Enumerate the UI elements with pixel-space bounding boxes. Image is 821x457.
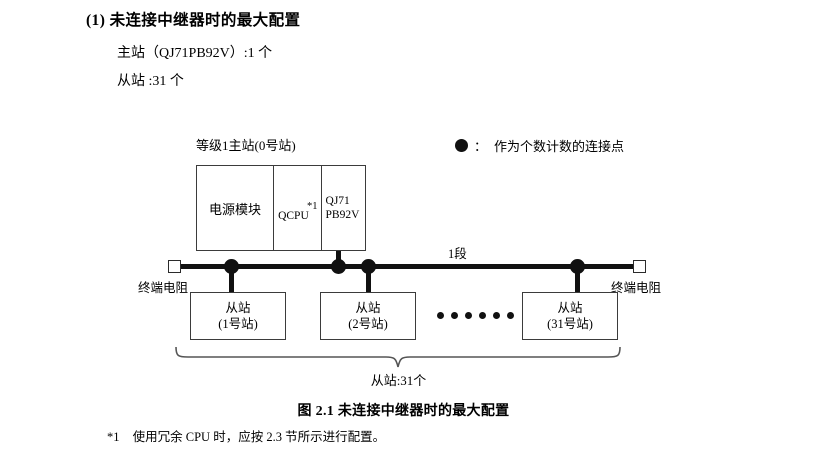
slave-station-box-31: 从站 (31号站) (522, 292, 618, 340)
figure-caption: 图 2.1 未连接中继器时的最大配置 (297, 404, 510, 419)
ellipsis-dot (507, 312, 514, 319)
connection-node-slave-2 (361, 259, 376, 274)
footnote-mark: *1 (107, 430, 120, 444)
section-title: 未连接中继器时的最大配置 (109, 12, 301, 29)
connection-node-slave-1 (224, 259, 239, 274)
slave-31-name: 从站 (557, 301, 583, 315)
bus-trunk-line (176, 264, 640, 269)
legend-separator: ： (474, 139, 488, 154)
ellipsis-dot (465, 312, 472, 319)
slave-1-drop-stub (229, 268, 234, 294)
ellipsis-dot (479, 312, 486, 319)
slave-station-box-2: 从站 (2号站) (320, 292, 416, 340)
slave-1-station: (1号站) (218, 317, 258, 331)
slave-1-name: 从站 (225, 301, 251, 315)
ellipsis-dot (437, 312, 444, 319)
ellipsis-dot (493, 312, 500, 319)
section-number: (1) (86, 12, 106, 29)
legend-text: 作为个数计数的连接点 (494, 139, 625, 154)
master-drop-stub (336, 251, 341, 266)
footnote-text: 使用冗余 CPU 时，应按 2.3 节所示进行配置。 (132, 430, 386, 444)
segment-label: 1段 (448, 247, 467, 261)
slave-31-drop-stub (575, 268, 580, 294)
footnote: *1 使用冗余 CPU 时，应按 2.3 节所示进行配置。 (107, 426, 385, 445)
master-station-label: 等级1主站(0号站) (196, 138, 296, 153)
master-station-rack: 电源模块 *1 QCPU QJ71 PB92V (196, 165, 366, 251)
terminal-resistor-left-icon (168, 260, 181, 273)
legend: ： 作为个数计数的连接点 (455, 136, 624, 155)
cpu-module: *1 QCPU (274, 166, 322, 250)
filled-circle-icon (455, 139, 468, 152)
ellipsis-dots (437, 312, 514, 319)
cpu-module-label: QCPU (278, 210, 309, 222)
power-supply-module: 电源模块 (197, 166, 275, 250)
terminal-resistor-right-icon (633, 260, 646, 273)
profibus-module-label: QJ71 PB92V (325, 195, 360, 221)
slave-group-brace (175, 346, 621, 368)
spec-line-slave: 从站 :31 个 (117, 74, 184, 89)
slave-group-brace-label: 从站:31个 (370, 373, 427, 388)
profibus-module: QJ71 PB92V (322, 166, 365, 250)
slave-31-station: (31号站) (547, 317, 593, 331)
section-heading: (1) 未连接中继器时的最大配置 (86, 8, 300, 30)
slave-station-box-1: 从站 (1号站) (190, 292, 286, 340)
spec-line-master: 主站（QJ71PB92V）:1 个 (117, 46, 273, 61)
terminal-resistor-right-label: 终端电阻 (611, 281, 662, 295)
terminal-resistor-left-label: 终端电阻 (138, 281, 189, 295)
connection-node-slave-31 (570, 259, 585, 274)
ellipsis-dot (451, 312, 458, 319)
slave-2-station: (2号站) (348, 317, 388, 331)
connection-node-master (331, 259, 346, 274)
slave-2-name: 从站 (355, 301, 381, 315)
slave-2-drop-stub (366, 268, 371, 294)
cpu-footnote-mark: *1 (307, 201, 318, 212)
